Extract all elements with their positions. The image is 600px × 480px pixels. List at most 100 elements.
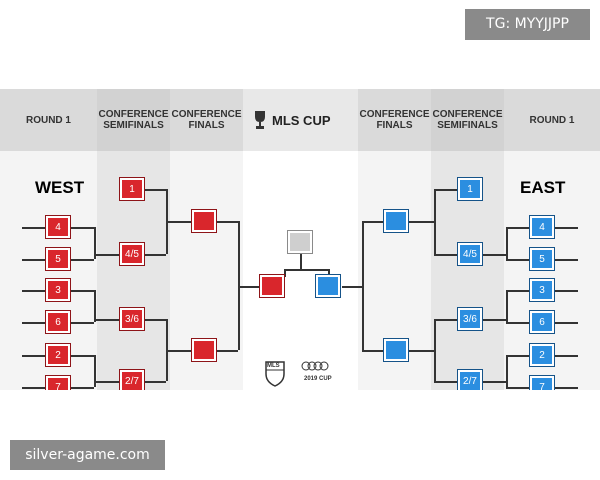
west-finals-slot-0 [191,209,217,233]
watermark-site: silver-agame.com [10,440,165,470]
east-round1-seed-5: 5 [529,247,555,271]
cup-final-east-slot [315,274,341,298]
east-semis-join [434,189,436,254]
watermark-telegram: TG: MYYJJPP [465,9,590,40]
east-round1-connector [506,355,530,357]
east-round1-stub [554,259,578,261]
east-semis-connector [434,254,458,256]
east-round1-to-semis [482,381,506,383]
east-round1-stub [554,387,578,389]
west-semis-connector [144,381,166,383]
east-round1-seed-3: 3 [529,278,555,302]
cup-champion-slot [287,230,313,254]
west-round1-stub [22,259,46,261]
east-finals-join [362,221,364,350]
west-round1-seed-5: 5 [45,247,71,271]
west-semis-connector [144,254,166,256]
east-to-cup [342,286,362,288]
trophy-icon [255,111,265,129]
west-round1-connector [70,227,94,229]
cup-crossbar [284,269,328,271]
west-finals-connector [216,221,238,223]
west-semis-seed-1: 4/5 [119,242,145,266]
west-round1-stub [22,387,46,389]
west-finals-slot-1 [191,338,217,362]
east-round1-stub [554,290,578,292]
east-round1-connector [506,322,530,324]
east-round1-seed-7: 7 [529,375,555,390]
west-round1-seed-2: 2 [45,343,71,367]
west-to-cup [238,286,260,288]
west-semis-seed-2: 3/6 [119,307,145,331]
west-round1-stub [22,322,46,324]
west-round1-join [94,355,96,387]
east-semis-connector [434,319,458,321]
east-semis-seed-1: 4/5 [457,242,483,266]
mls-cup-logo-text: MLS CUP [272,112,331,128]
east-finals-slot-1 [383,338,409,362]
west-semis-to-finals [166,350,192,352]
east-semis-join [434,319,436,381]
east-round1-connector [506,290,530,292]
east-round1-stub [554,227,578,229]
east-round1-connector [506,387,530,389]
east-semis-to-finals [408,221,434,223]
west-round1-stub [22,227,46,229]
east-round1-join [506,227,508,259]
mls-text: MLS [267,363,280,369]
west-round1-seed-3: 3 [45,278,71,302]
east-round1-stub [554,322,578,324]
east-round1-stub [554,355,578,357]
west-finals-header: CONFERENCE FINALS [170,89,243,151]
east-round1-connector [506,259,530,261]
east-round1-to-semis [482,319,506,321]
east-round1-header: ROUND 1 [504,89,600,151]
east-round1-join [506,355,508,387]
west-finals-connector [216,350,238,352]
west-round1-seed-7: 7 [45,375,71,390]
west-semis-connector [144,189,166,191]
east-round1-connector [506,227,530,229]
west-round1-connector [70,259,94,261]
cup-crossbar-left [284,269,286,277]
west-round1-join [94,227,96,259]
west-round1-header: ROUND 1 [0,89,97,151]
east-finals-header: CONFERENCE FINALS [358,89,431,151]
east-finals-slot-0 [383,209,409,233]
west-round1-to-semis [94,381,120,383]
cup-final-west-slot [259,274,285,298]
east-semis-connector [434,189,458,191]
west-round1-seed-6: 6 [45,310,71,334]
west-round1-to-semis [94,319,120,321]
east-semis-seed-3: 2/7 [457,369,483,390]
east-round1-seed-4: 4 [529,215,555,239]
west-finals-join [238,221,240,350]
west-semis-connector [144,319,166,321]
east-round1-seed-2: 2 [529,343,555,367]
west-round1-connector [70,355,94,357]
cup-year-text: 2019 CUP [304,376,332,382]
east-round1-join [506,290,508,322]
east-semis-header: CONFERENCE SEMIFINALS [431,89,504,151]
west-round1-connector [70,290,94,292]
west-semis-to-finals [166,221,192,223]
east-label: EAST [520,178,566,197]
west-label: WEST [35,178,85,197]
east-semis-to-finals [408,350,434,352]
west-semis-seed-0: 1 [119,177,145,201]
east-semis-connector [434,381,458,383]
west-semis-header: CONFERENCE SEMIFINALS [97,89,170,151]
mls-cup-logo: MLS CUP [251,109,351,131]
west-round1-connector [70,322,94,324]
east-finals-connector [362,350,384,352]
west-round1-seed-4: 4 [45,215,71,239]
east-semis-seed-0: 1 [457,177,483,201]
cup-stem [300,253,302,269]
east-finals-connector [362,221,384,223]
west-round1-to-semis [94,254,120,256]
mls-audi-cup-logo: MLS 2019 CUP [264,360,344,390]
east-semis-seed-2: 3/6 [457,307,483,331]
cup-crossbar-right [328,269,330,277]
west-round1-connector [70,387,94,389]
west-semis-seed-3: 2/7 [119,369,145,390]
